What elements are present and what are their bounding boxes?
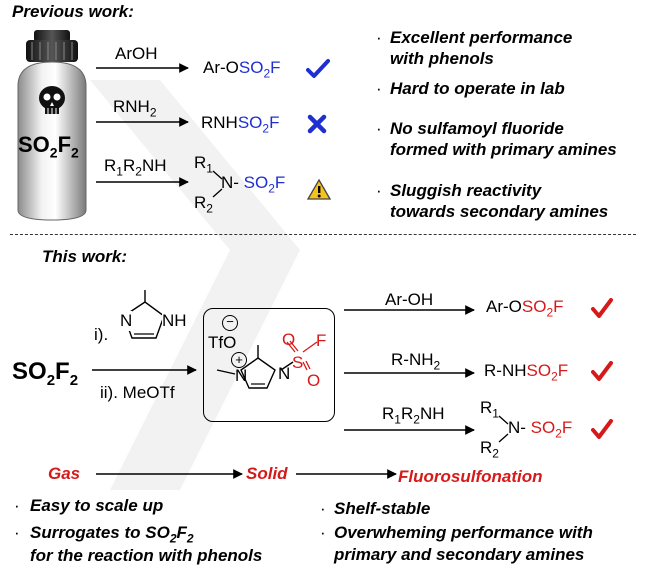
step-2-label: ii). MeOTf	[100, 383, 175, 402]
this-work-heading: This work:	[42, 247, 128, 266]
main-arrow	[92, 365, 197, 375]
tw-reagent-2: R-NH2	[391, 350, 441, 373]
section-divider	[10, 234, 636, 235]
tw-product-2: R-NHSO2F	[484, 361, 569, 384]
note-1-line-1: Excellent performance	[390, 28, 573, 47]
tw-product-1: Ar-OSO2F	[486, 297, 564, 320]
note-bullet-4: ·	[376, 181, 382, 200]
prev-product-2: RNHSO2F	[201, 113, 280, 136]
br-1-line-1: Shelf-stable	[334, 499, 431, 518]
bl-bullet-1: ·	[14, 496, 20, 515]
note-4-line-2: towards secondary amines	[390, 202, 609, 221]
bond-lines-2	[498, 415, 509, 443]
this-work-arrows	[344, 305, 475, 435]
counter-ion: TfO	[208, 333, 237, 352]
tw-product-3-r2: R2	[480, 438, 499, 461]
fluorine-atom: F	[316, 331, 327, 350]
note-bullet-2: ·	[376, 79, 382, 98]
note-3-line-2: formed with primary amines	[390, 140, 617, 159]
note-3-line-1: No sulfamoyl fluoride	[390, 119, 564, 138]
start-reagent: SO2F2	[12, 358, 79, 389]
reagent-box	[203, 308, 335, 422]
minus-charge-icon: −	[222, 315, 238, 331]
imidazolium-structure	[216, 340, 318, 389]
bond-lines	[212, 170, 223, 198]
br-bullet-1: ·	[320, 499, 326, 518]
checkmark-red-icon	[591, 361, 613, 381]
cross-blue-icon	[307, 114, 327, 134]
flow-fluorosulfonation: Fluorosulfonation	[398, 467, 543, 486]
checkmark-red-icon	[591, 419, 613, 439]
flow-arrows	[96, 469, 397, 479]
imidazole-n: N	[120, 311, 133, 331]
note-bullet-1: ·	[376, 28, 382, 47]
previous-reactions	[96, 63, 189, 187]
flow-solid: Solid	[246, 464, 288, 483]
tw-product-3-r1: R1	[480, 398, 499, 421]
sulfur-atom: S	[292, 353, 304, 372]
imidazolium-n3: N	[278, 364, 291, 383]
warning-icon	[307, 178, 331, 200]
br-2-line-2: primary and secondary amines	[334, 545, 585, 564]
bl-2-line-2: for the reaction with phenols	[30, 546, 263, 565]
cylinder-label: SO2F2	[18, 132, 79, 161]
bl-bullet-2: ·	[14, 523, 20, 542]
tw-reagent-1: Ar-OH	[385, 290, 434, 309]
note-4-line-1: Sluggish reactivity	[390, 181, 542, 200]
flow-gas: Gas	[48, 464, 81, 483]
prev-product-3-r1: R1	[194, 153, 213, 176]
br-2-line-1: Overwheming performance with	[334, 523, 593, 542]
prev-reagent-2: RNH2	[113, 97, 157, 120]
checkmark-red-icon	[591, 298, 613, 318]
skull-icon	[39, 86, 65, 114]
note-2-line-1: Hard to operate in lab	[390, 79, 565, 98]
note-bullet-3: ·	[376, 119, 382, 138]
plus-charge-icon: +	[231, 352, 247, 368]
prev-product-1: Ar-OSO2F	[203, 58, 281, 81]
prev-product-3-n: N- SO2F	[221, 173, 286, 196]
imidazolium-n1: N	[235, 366, 248, 385]
bl-2-line-1: Surrogates to SO2F2	[30, 523, 194, 546]
tw-reagent-3: R1R2NH	[382, 404, 445, 427]
oxygen-atom-2: O	[307, 371, 321, 390]
bl-1-line-1: Easy to scale up	[30, 496, 164, 515]
prev-reagent-1: ArOH	[115, 44, 158, 63]
tw-product-3-n: N- SO2F	[508, 418, 573, 441]
note-1-line-2: with phenols	[390, 49, 494, 68]
br-bullet-2: ·	[320, 523, 326, 542]
step-1-label: i).	[94, 325, 109, 344]
oxygen-atom-1: O	[282, 330, 296, 349]
checkmark-blue-icon	[306, 59, 330, 78]
prev-reagent-3: R1R2NH	[104, 156, 167, 179]
gas-cylinder-icon	[17, 30, 87, 221]
imidazole-nh: NH	[162, 311, 187, 331]
previous-heading: Previous work:	[12, 2, 134, 21]
prev-product-3-r2: R2	[194, 193, 213, 216]
